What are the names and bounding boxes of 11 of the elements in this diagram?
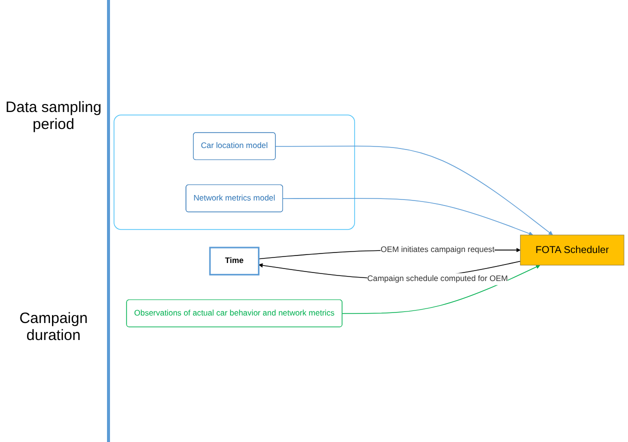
period-label: Campaign duration	[18, 310, 89, 344]
edge-label: Campaign schedule computed for OEM	[367, 274, 508, 284]
arrow	[342, 264, 540, 314]
edge-label: OEM initiates campaign request	[380, 246, 494, 254]
arrow	[282, 198, 534, 236]
arrow	[275, 146, 553, 236]
flow-diagram: OEM initiates campaign request Campaign schedule computed for OEM Time Observations of actual car behavior and network metrics FOTA Scheduler Car location model Network metrics model	[110, 111, 628, 331]
node-box	[209, 246, 260, 276]
node-box	[520, 234, 624, 266]
cluster	[114, 114, 356, 230]
period-label: Data sampling period	[4, 98, 102, 132]
